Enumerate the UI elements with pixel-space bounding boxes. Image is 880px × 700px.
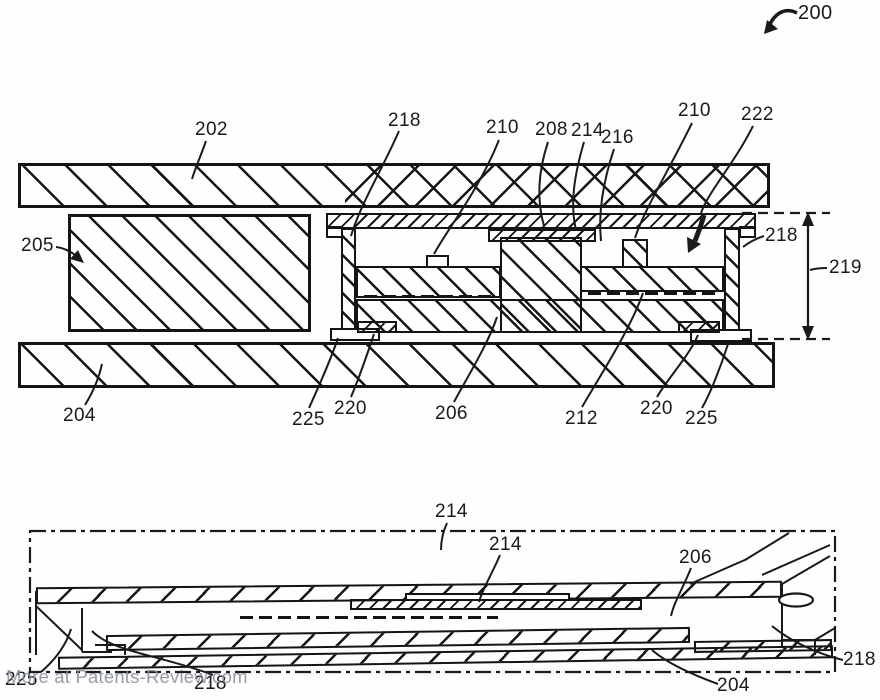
callout-206: 206 — [435, 403, 468, 424]
callout-225-left: 225 — [292, 409, 325, 430]
watermark-text: More at Patents-Review.com — [6, 666, 248, 687]
detail-callout-204: 204 — [717, 675, 750, 696]
bump-right-210 — [622, 239, 648, 268]
callout-210-right: 210 — [678, 100, 711, 121]
detail-callout-225: 225 — [5, 669, 38, 690]
crosshatch-overlay-222 — [345, 166, 767, 205]
dimension-219 — [742, 211, 830, 341]
callout-212: 212 — [565, 408, 598, 429]
plate-right-212 — [580, 266, 724, 292]
center-block-206 — [500, 237, 582, 333]
detail-callout-218-bottom: 218 — [194, 673, 227, 694]
pad-right-220 — [678, 321, 720, 333]
callout-200: 200 — [798, 2, 833, 24]
bottom-housing-bar-204 — [18, 342, 775, 388]
callout-218-right: 218 — [765, 225, 798, 246]
callout-214: 214 — [571, 120, 604, 141]
pad-left-220 — [357, 321, 397, 333]
figure-ref-arrow — [764, 8, 798, 34]
callout-218-top: 218 — [388, 110, 421, 131]
detail-dash-line — [240, 616, 498, 619]
callout-220-left: 220 — [334, 398, 367, 419]
bump-left-210 — [426, 255, 449, 268]
callout-210-left: 210 — [486, 117, 519, 138]
bond-dash-line-left — [364, 295, 496, 298]
top-housing-bar-202 — [18, 163, 770, 208]
callout-219: 219 — [829, 257, 862, 278]
detail-callout-214-inner: 214 — [489, 534, 522, 555]
under-lid-plate-214 — [488, 229, 596, 242]
callout-220-right: 220 — [640, 398, 673, 419]
callout-204: 204 — [63, 405, 96, 426]
detail-view-leaders — [40, 522, 844, 685]
bond-dash-line-right — [588, 292, 718, 295]
callout-208: 208 — [535, 119, 568, 140]
block-205 — [68, 214, 311, 332]
detail-callout-218-right: 218 — [843, 649, 876, 670]
detail-end-linework — [35, 532, 836, 655]
callout-225-right: 225 — [685, 408, 718, 429]
detail-mid-plate — [350, 599, 642, 610]
insertion-arrow — [687, 214, 707, 253]
detail-callout-206: 206 — [679, 547, 712, 568]
detail-callout-214-top: 214 — [435, 501, 468, 522]
callout-205: 205 — [21, 235, 54, 256]
main-view-leaders — [55, 122, 828, 409]
callout-216: 216 — [601, 127, 634, 148]
callout-222: 222 — [741, 104, 774, 125]
callout-202: 202 — [195, 119, 228, 140]
detail-view-border — [28, 529, 837, 674]
